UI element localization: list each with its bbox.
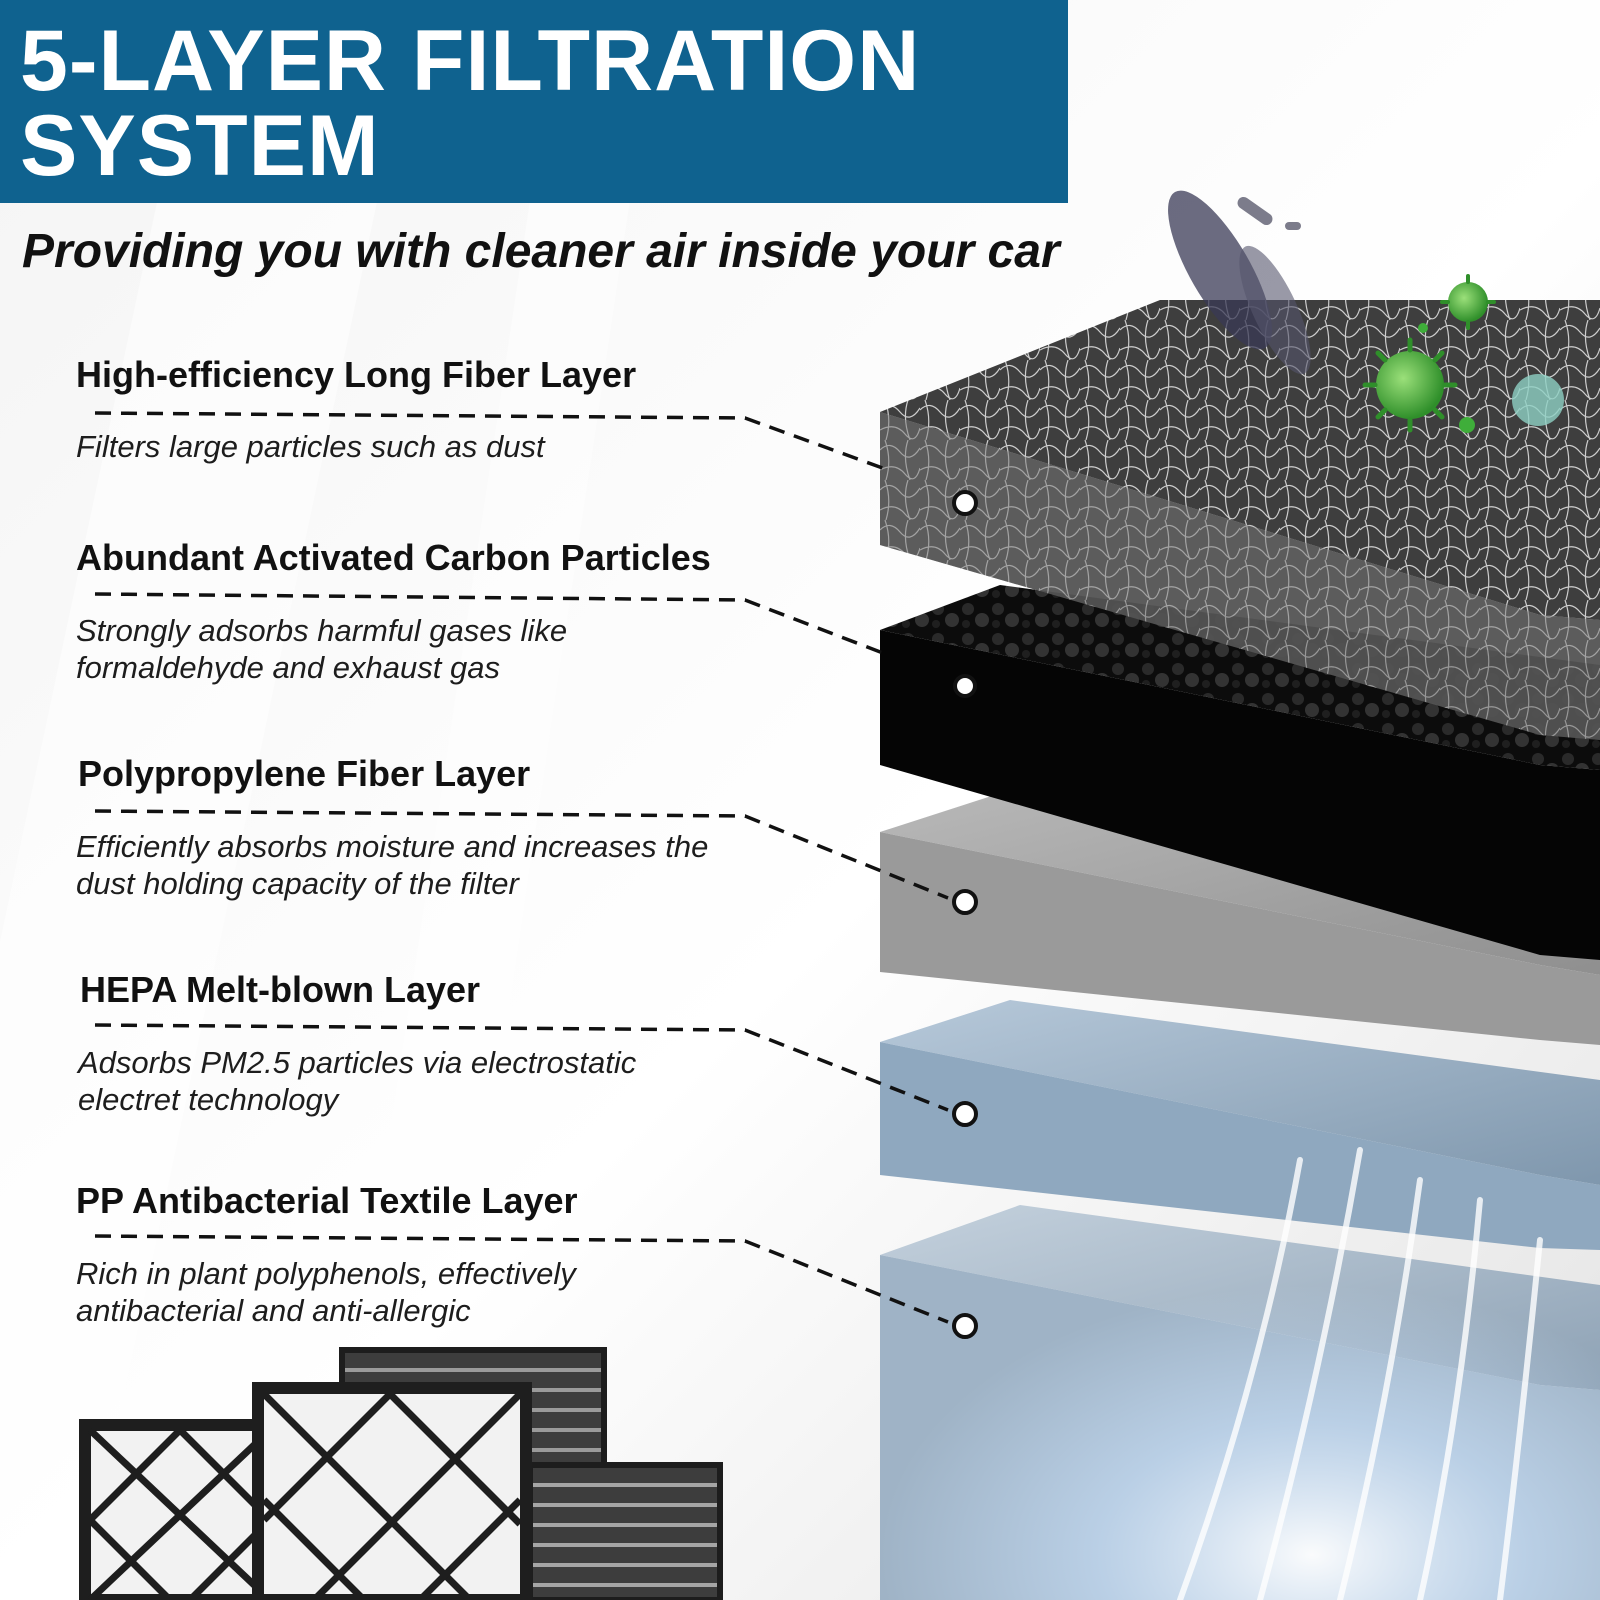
title-line-1: 5-LAYER FILTRATION — [20, 13, 921, 109]
filter-product-carbon-front — [527, 1462, 723, 1600]
layer-3-description: Efficiently absorbs moisture and increas… — [76, 829, 709, 901]
layer-1-description: Filters large particles such as dust — [76, 429, 545, 464]
title-line-2: SYSTEM — [20, 98, 380, 194]
virus-icon — [1418, 323, 1428, 333]
bacteria-icon — [1512, 374, 1564, 426]
layer-4-title: HEPA Melt-blown Layer — [80, 969, 481, 1010]
dust-particles — [1168, 190, 1311, 375]
virus-icon — [1362, 337, 1458, 433]
filter-product-hepa-right — [252, 1382, 532, 1600]
layer-5-description: Rich in plant polyphenols, effectively a… — [76, 1256, 576, 1328]
airflow-glow — [880, 1150, 1600, 1600]
layer-2-title: Abundant Activated Carbon Particles — [76, 537, 711, 578]
airflow-streaks — [1177, 1147, 1543, 1600]
filter-product-hepa-left — [79, 1419, 281, 1600]
title-banner: 5-LAYER FILTRATION SYSTEM — [0, 0, 1068, 203]
virus-icon — [1440, 274, 1496, 330]
carbon-layer-slab — [880, 585, 1600, 960]
layer-1-title: High-efficiency Long Fiber Layer — [76, 354, 637, 395]
layer-2-description: Strongly adsorbs harmful gases like form… — [76, 613, 568, 685]
polypropylene-layer-slab — [880, 790, 1600, 1045]
layer-3-title: Polypropylene Fiber Layer — [78, 753, 531, 794]
layer-4-description: Adsorbs PM2.5 particles via electrostati… — [78, 1045, 637, 1117]
virus-icon — [1459, 417, 1475, 433]
layer-5-title: PP Antibacterial Textile Layer — [76, 1180, 578, 1221]
subtitle: Providing you with cleaner air inside yo… — [22, 225, 1060, 278]
